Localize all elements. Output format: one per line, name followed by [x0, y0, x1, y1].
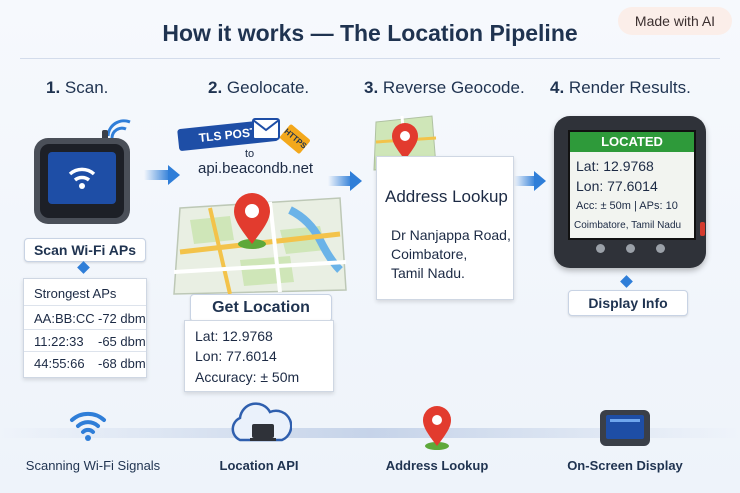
- scanner-device-icon: [34, 119, 131, 224]
- device-button[interactable]: [626, 244, 635, 253]
- arrow-3-head: [534, 171, 546, 191]
- page-title: How it works — The Location Pipeline: [162, 20, 578, 46]
- cloud-api-icon: [231, 402, 292, 442]
- arrow-1-head: [168, 165, 180, 185]
- display-screen-icon: [600, 410, 650, 446]
- header-divider: [20, 58, 720, 59]
- arrow-1: [144, 170, 170, 180]
- device-side-led: [700, 222, 705, 236]
- address-line-2: Coimbatore,: [391, 246, 468, 262]
- envelope-icon: [252, 118, 280, 140]
- ap-rssi: -65 dbm: [98, 334, 146, 349]
- bottom-band: [0, 428, 740, 438]
- https-tag: HTTPS: [279, 123, 311, 155]
- api-host: api.beacondb.net: [198, 160, 314, 177]
- connector-diamond: [77, 261, 90, 274]
- screen-city: Coimbatore, Tamil Nadu: [574, 220, 682, 231]
- latitude-value: Lat: 12.9768: [195, 328, 273, 344]
- accuracy-value: Accuracy: ± 50m: [195, 369, 300, 385]
- bottom-label-address-lookup: Address Lookup: [385, 458, 489, 473]
- made-with-ai-badge: Made with AI: [618, 7, 732, 35]
- address-line-1: Dr Nanjappa Road,: [391, 227, 511, 243]
- arrow-2-head: [350, 171, 362, 191]
- ap-rssi: -68 dbm: [98, 356, 146, 371]
- display-device: LOCATED Lat: 12.9768 Lon: 77.6014 Acc: ±…: [554, 116, 706, 268]
- ap-rssi: -72 dbm: [98, 311, 146, 326]
- step-4-heading: 4. Render Results.: [550, 78, 691, 97]
- location-result-card: Lat: 12.9768 Lon: 77.6014 Accuracy: ± 50…: [184, 320, 334, 392]
- arrow-3: [514, 176, 536, 186]
- to-label: to: [245, 148, 255, 160]
- address-line-3: Tamil Nadu.: [391, 265, 465, 281]
- connector-diamond: [620, 275, 633, 288]
- step-2-heading: 2. Geolocate.: [208, 78, 310, 97]
- divider: [24, 329, 146, 330]
- screen-accuracy: Acc: ± 50m | APs: 10: [576, 200, 678, 212]
- divider: [24, 351, 146, 352]
- step-1-heading: 1. Scan.: [46, 78, 109, 97]
- longitude-value: Lon: 77.6014: [195, 348, 277, 364]
- strongest-aps-title: Strongest APs: [34, 286, 117, 301]
- bottom-label-scanning: Scanning Wi-Fi Signals: [25, 458, 161, 473]
- get-location-label: Get Location: [190, 294, 332, 322]
- bottom-label-location-api: Location API: [219, 458, 299, 473]
- strongest-aps-card: Strongest APs AA:BB:CC -72 dbm 11:22:33 …: [23, 278, 147, 378]
- device-button[interactable]: [596, 244, 605, 253]
- step-3-heading: 3. Reverse Geocode.: [364, 78, 525, 97]
- address-lookup-title: Address Lookup: [385, 187, 508, 206]
- screen-latitude: Lat: 12.9768: [576, 158, 654, 174]
- scan-wifi-aps-label: Scan Wi-Fi APs: [24, 238, 146, 262]
- location-pin-icon: [234, 193, 270, 249]
- divider: [24, 305, 146, 306]
- device-button[interactable]: [656, 244, 665, 253]
- bottom-label-display: On-Screen Display: [567, 458, 683, 473]
- address-lookup-card: Address Lookup Dr Nanjappa Road, Coimbat…: [376, 156, 514, 300]
- ap-mac: 11:22:33: [34, 334, 84, 349]
- wifi-signal-icon: [70, 411, 106, 441]
- located-banner: LOCATED: [570, 132, 694, 152]
- address-pin-icon: [423, 406, 451, 450]
- arrow-2: [328, 176, 352, 186]
- display-info-label: Display Info: [568, 290, 688, 316]
- ap-mac: 44:55:66: [34, 356, 85, 371]
- ap-mac: AA:BB:CC: [34, 311, 95, 326]
- device-screen: LOCATED Lat: 12.9768 Lon: 77.6014 Acc: ±…: [568, 130, 696, 240]
- screen-longitude: Lon: 77.6014: [576, 178, 658, 194]
